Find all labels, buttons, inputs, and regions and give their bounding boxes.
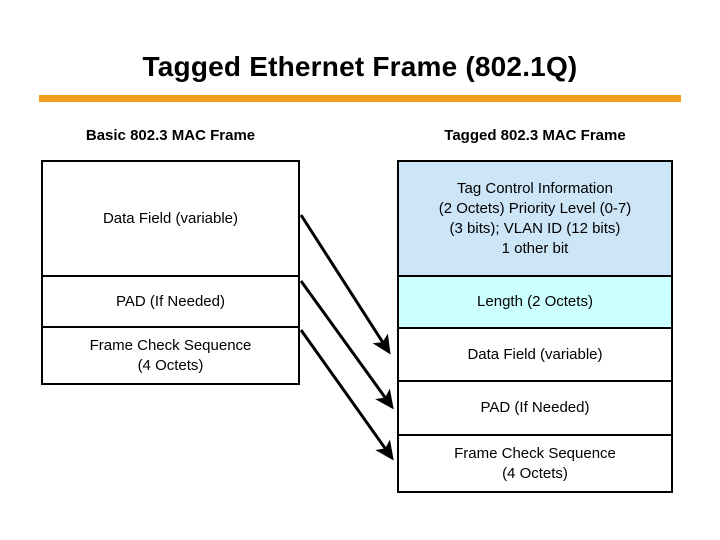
arrow-pad [299, 280, 394, 410]
frame-row-label-line1: Frame Check Sequence [89, 336, 252, 354]
frame-row-tagged-data-field: Data Field (variable) [399, 329, 671, 382]
frame-row-label-line4: 1 other bit [501, 239, 569, 257]
frame-row-label: PAD (If Needed) [116, 292, 225, 310]
frame-table-tagged: Tag Control Information (2 Octets) Prior… [397, 160, 673, 493]
frame-row-label: Length (2 Octets) [477, 293, 593, 310]
frame-row-label-wrapper: Tag Control Information (2 Octets) Prior… [439, 179, 632, 259]
frame-row-tagged-length: Length (2 Octets) [399, 277, 671, 329]
frame-row-label: Data Field (variable) [467, 345, 603, 363]
column-heading-tagged: Tagged 802.3 MAC Frame [444, 127, 626, 144]
frame-row-label-line2: (4 Octets) [137, 356, 204, 374]
frame-row-label: PAD (If Needed) [480, 399, 590, 416]
frame-row-tagged-fcs: Frame Check Sequence (4 Octets) [399, 436, 671, 491]
frame-row-tagged-tag-control-information: Tag Control Information (2 Octets) Prior… [399, 162, 671, 277]
arrow-data-field [299, 214, 391, 355]
frame-row-label-wrapper: Frame Check Sequence (4 Octets) [90, 336, 252, 376]
frame-row-basic-data-field: Data Field (variable) [43, 162, 298, 277]
frame-row-basic-pad: PAD (If Needed) [43, 277, 298, 328]
frame-table-basic: Data Field (variable) PAD (If Needed) Fr… [41, 160, 300, 385]
frame-row-label-line1: Tag Control Information [457, 179, 613, 197]
frame-row-basic-fcs: Frame Check Sequence (4 Octets) [43, 328, 298, 383]
frame-row-label-line2: (2 Octets) Priority Level (0-7) [438, 199, 632, 217]
frame-row-label: Data Field (variable) [102, 209, 239, 227]
arrow-fcs [299, 329, 394, 461]
frame-row-label-line1: Frame Check Sequence [454, 444, 616, 462]
frame-row-label-wrapper: Frame Check Sequence (4 Octets) [454, 444, 616, 484]
frame-row-label-line2: (4 Octets) [502, 464, 568, 482]
page-title: Tagged Ethernet Frame (802.1Q) [142, 51, 578, 82]
column-heading-basic: Basic 802.3 MAC Frame [85, 127, 256, 144]
frame-row-tagged-pad: PAD (If Needed) [399, 382, 671, 436]
title-divider-rule [39, 95, 681, 102]
frame-row-label-line3: (3 bits); VLAN ID (12 bits) [449, 219, 621, 237]
